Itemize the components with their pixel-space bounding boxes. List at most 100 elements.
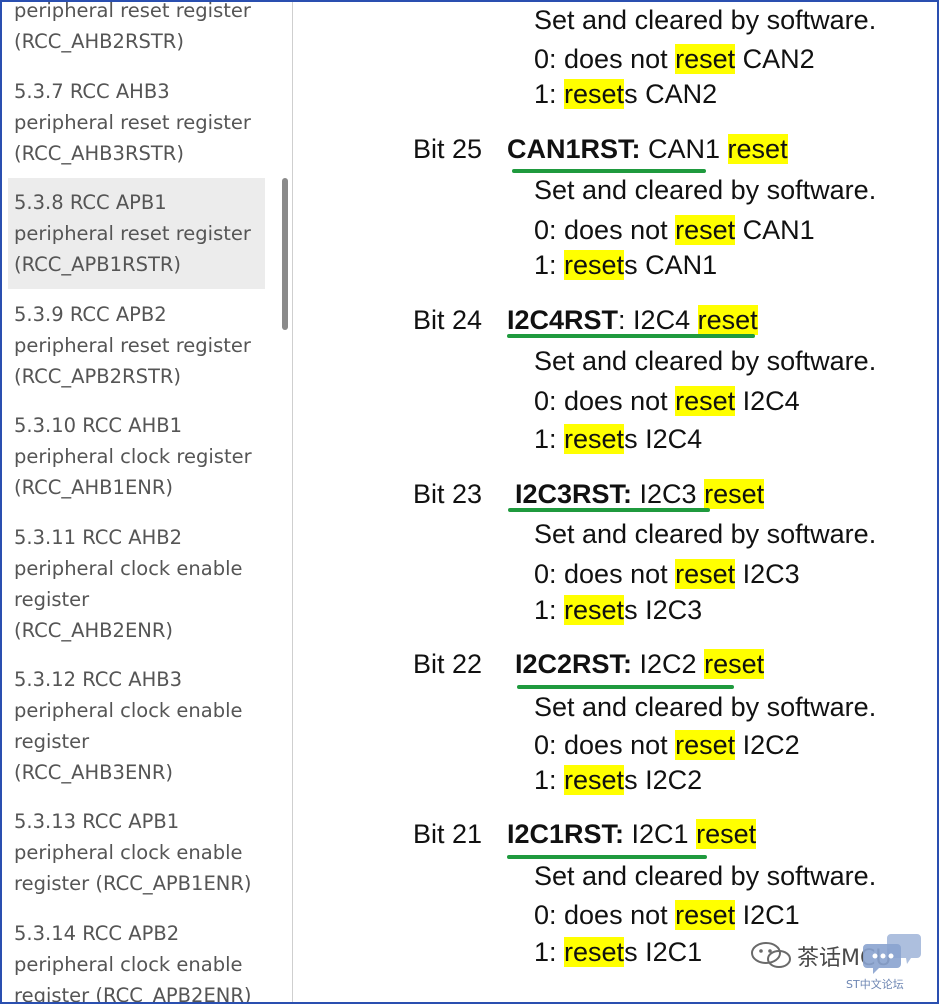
chat-bubble-icon: [863, 934, 921, 974]
reset-0-line: 0: does not reset I2C4: [534, 385, 800, 417]
toc-item-5-3-7[interactable]: 5.3.7 RCC AHB3 peripheral reset register…: [8, 76, 265, 169]
desc-text: 1:: [534, 424, 565, 454]
highlight: reset: [564, 250, 625, 280]
reset-0-line: 0: does not reset CAN1: [534, 214, 815, 246]
toc-item-line: register: [14, 730, 90, 753]
desc-line: Set and cleared by software.: [534, 174, 876, 206]
reset-1-line: 1: resets CAN2: [534, 78, 717, 110]
watermark-subtext: ST中文论坛: [846, 978, 904, 991]
desc-text: 1:: [534, 765, 565, 795]
desc-text: s I2C4: [624, 424, 703, 454]
desc-text: 0: does not: [534, 44, 676, 74]
desc-text: CAN1: [735, 215, 815, 245]
bit-name: I2C2RST:: [515, 649, 633, 679]
desc-text: 1:: [534, 937, 565, 967]
toc-item-line: peripheral reset register: [14, 111, 251, 134]
bit-number: Bit 23: [413, 479, 483, 509]
toc-item-5-3-11[interactable]: 5.3.11 RCC AHB2 peripheral clock enable …: [8, 522, 265, 646]
bit-number: Bit 22: [413, 649, 483, 679]
desc-text: I2C4: [735, 386, 800, 416]
toc-item-5-3-8[interactable]: 5.3.8 RCC APB1 peripheral reset register…: [8, 178, 265, 289]
reset-1-line: 1: resets I2C2: [534, 764, 702, 796]
bit-desc: CAN1: [640, 134, 728, 164]
reset-1-line: 1: resets CAN1: [534, 249, 717, 281]
desc-text: I2C2: [735, 730, 800, 760]
bit-heading: I2C2RST: I2C2 reset: [515, 648, 765, 680]
annotation-underline: [507, 855, 707, 859]
bit-desc: : I2C4: [618, 305, 698, 335]
highlight: reset: [675, 386, 736, 416]
toc-item-5-3-9[interactable]: 5.3.9 RCC APB2 peripheral reset register…: [8, 299, 265, 392]
toc-item-line: (RCC_AHB1ENR): [14, 476, 174, 499]
highlight: reset: [696, 819, 757, 849]
desc-text: 0: does not: [534, 900, 676, 930]
toc-item-line: peripheral clock enable: [14, 841, 243, 864]
toc-item-line: (RCC_AHB3ENR): [14, 761, 174, 784]
toc-item-5-3-12[interactable]: 5.3.12 RCC AHB3 peripheral clock enable …: [8, 664, 265, 788]
desc-text: 1:: [534, 595, 565, 625]
highlight: reset: [675, 44, 736, 74]
toc-item-line: peripheral clock enable: [14, 557, 243, 580]
toc-item-line: peripheral reset register: [14, 2, 251, 22]
highlight: reset: [675, 215, 736, 245]
highlight: reset: [675, 900, 736, 930]
toc-item-line: peripheral clock enable: [14, 953, 243, 976]
toc-item-line: (RCC_APB2RSTR): [14, 365, 182, 388]
toc-item-5-3-14[interactable]: 5.3.14 RCC APB2 peripheral clock enable …: [8, 918, 265, 1002]
desc-text: s I2C3: [624, 595, 703, 625]
desc-text: CAN2: [735, 44, 815, 74]
desc-line: Set and cleared by software.: [534, 518, 876, 550]
desc-text: Set and cleared by software.: [534, 5, 877, 35]
highlight: reset: [564, 424, 625, 454]
bit-name: CAN1RST:: [507, 134, 641, 164]
desc-text: s CAN1: [624, 250, 718, 280]
toc-item-line: peripheral reset register: [14, 334, 251, 357]
desc-text: Set and cleared by software.: [534, 175, 877, 205]
toc-sidebar: peripheral reset register (RCC_AHB2RSTR)…: [2, 2, 293, 1002]
desc-text: 0: does not: [534, 559, 676, 589]
toc-item-line: 5.3.13 RCC APB1: [14, 810, 180, 833]
bit-name: I2C1RST:: [507, 819, 625, 849]
desc-line: Set and cleared by software.: [534, 691, 876, 723]
bit-number: Bit 21: [413, 819, 483, 849]
toc-item-line: register: [14, 588, 90, 611]
desc-text: Set and cleared by software.: [534, 692, 877, 722]
desc-text: Set and cleared by software.: [534, 346, 877, 376]
desc-text: 0: does not: [534, 386, 676, 416]
desc-text: s CAN2: [624, 79, 718, 109]
desc-text: 0: does not: [534, 730, 676, 760]
desc-line: Set and cleared by software.: [534, 345, 876, 377]
toc-item-rcc-ahb2rstr[interactable]: peripheral reset register (RCC_AHB2RSTR): [8, 2, 265, 57]
bit-number: Bit 24: [413, 305, 483, 335]
highlight: reset: [727, 134, 788, 164]
toc-item-line: (RCC_AHB2RSTR): [14, 30, 184, 53]
toc-item-5-3-13[interactable]: 5.3.13 RCC APB1 peripheral clock enable …: [8, 806, 265, 899]
toc-item-line: peripheral clock register: [14, 445, 252, 468]
watermark: 茶话MCU ST中文论坛: [749, 928, 929, 998]
desc-text: Set and cleared by software.: [534, 519, 877, 549]
wechat-icon: [751, 942, 791, 968]
annotation-underline: [517, 685, 734, 689]
desc-line: Set and cleared by software.: [534, 860, 876, 892]
annotation-underline: [507, 334, 755, 338]
bit-heading: CAN1RST: CAN1 reset: [507, 133, 788, 165]
desc-text: 1:: [534, 79, 565, 109]
reset-0-line: 0: does not reset I2C3: [534, 558, 800, 590]
bit-desc: I2C1: [624, 819, 697, 849]
document-view: Set and cleared by software. 0: does not…: [293, 2, 937, 1002]
annotation-underline: [512, 169, 706, 173]
bit-name: I2C4RST: [507, 305, 619, 335]
toc-item-line: register (RCC_APB1ENR): [14, 872, 252, 895]
highlight: reset: [675, 559, 736, 589]
reset-0-line: 0: does not reset I2C1: [534, 899, 800, 931]
toc-item-line: peripheral clock enable: [14, 699, 243, 722]
sidebar-scrollbar-thumb[interactable]: [282, 178, 288, 330]
reset-1-line: 1: resets I2C4: [534, 423, 702, 455]
highlight: reset: [675, 730, 736, 760]
toc-item-line: register (RCC_APB2ENR): [14, 984, 252, 1002]
toc-item-line: 5.3.14 RCC APB2: [14, 922, 180, 945]
desc-text: s I2C2: [624, 765, 703, 795]
bit-heading: I2C4RST: I2C4 reset: [507, 304, 758, 336]
toc-item-5-3-10[interactable]: 5.3.10 RCC AHB1 peripheral clock registe…: [8, 410, 265, 503]
